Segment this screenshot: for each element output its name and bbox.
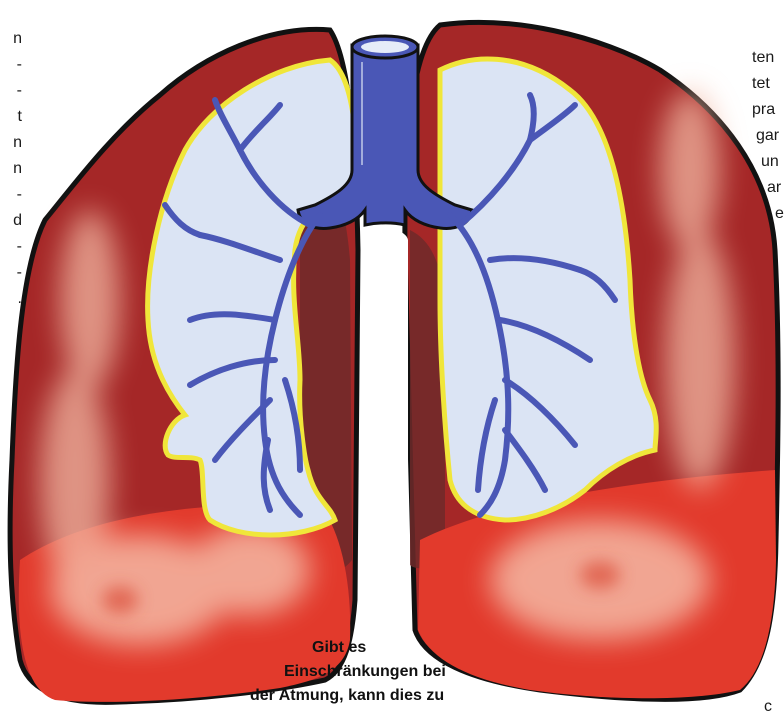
caption-line-1: Gibt es: [250, 636, 500, 660]
caption-line-2: Einschränkungen bei: [250, 660, 500, 684]
right-fragment: pra: [752, 97, 775, 123]
right-fragment: ten: [752, 45, 774, 71]
right-fragment: c: [764, 694, 772, 720]
caption-line-3: der Atmung, kann dies zu: [250, 684, 500, 708]
right-fragment: gar: [756, 123, 779, 149]
bottom-caption: Gibt es Einschränkungen bei der Atmung, …: [250, 636, 500, 708]
right-fragment: tet: [752, 71, 770, 97]
right-fragment: ar: [767, 175, 781, 201]
right-fragment: un: [761, 149, 779, 175]
right-fragment: e: [775, 201, 784, 227]
